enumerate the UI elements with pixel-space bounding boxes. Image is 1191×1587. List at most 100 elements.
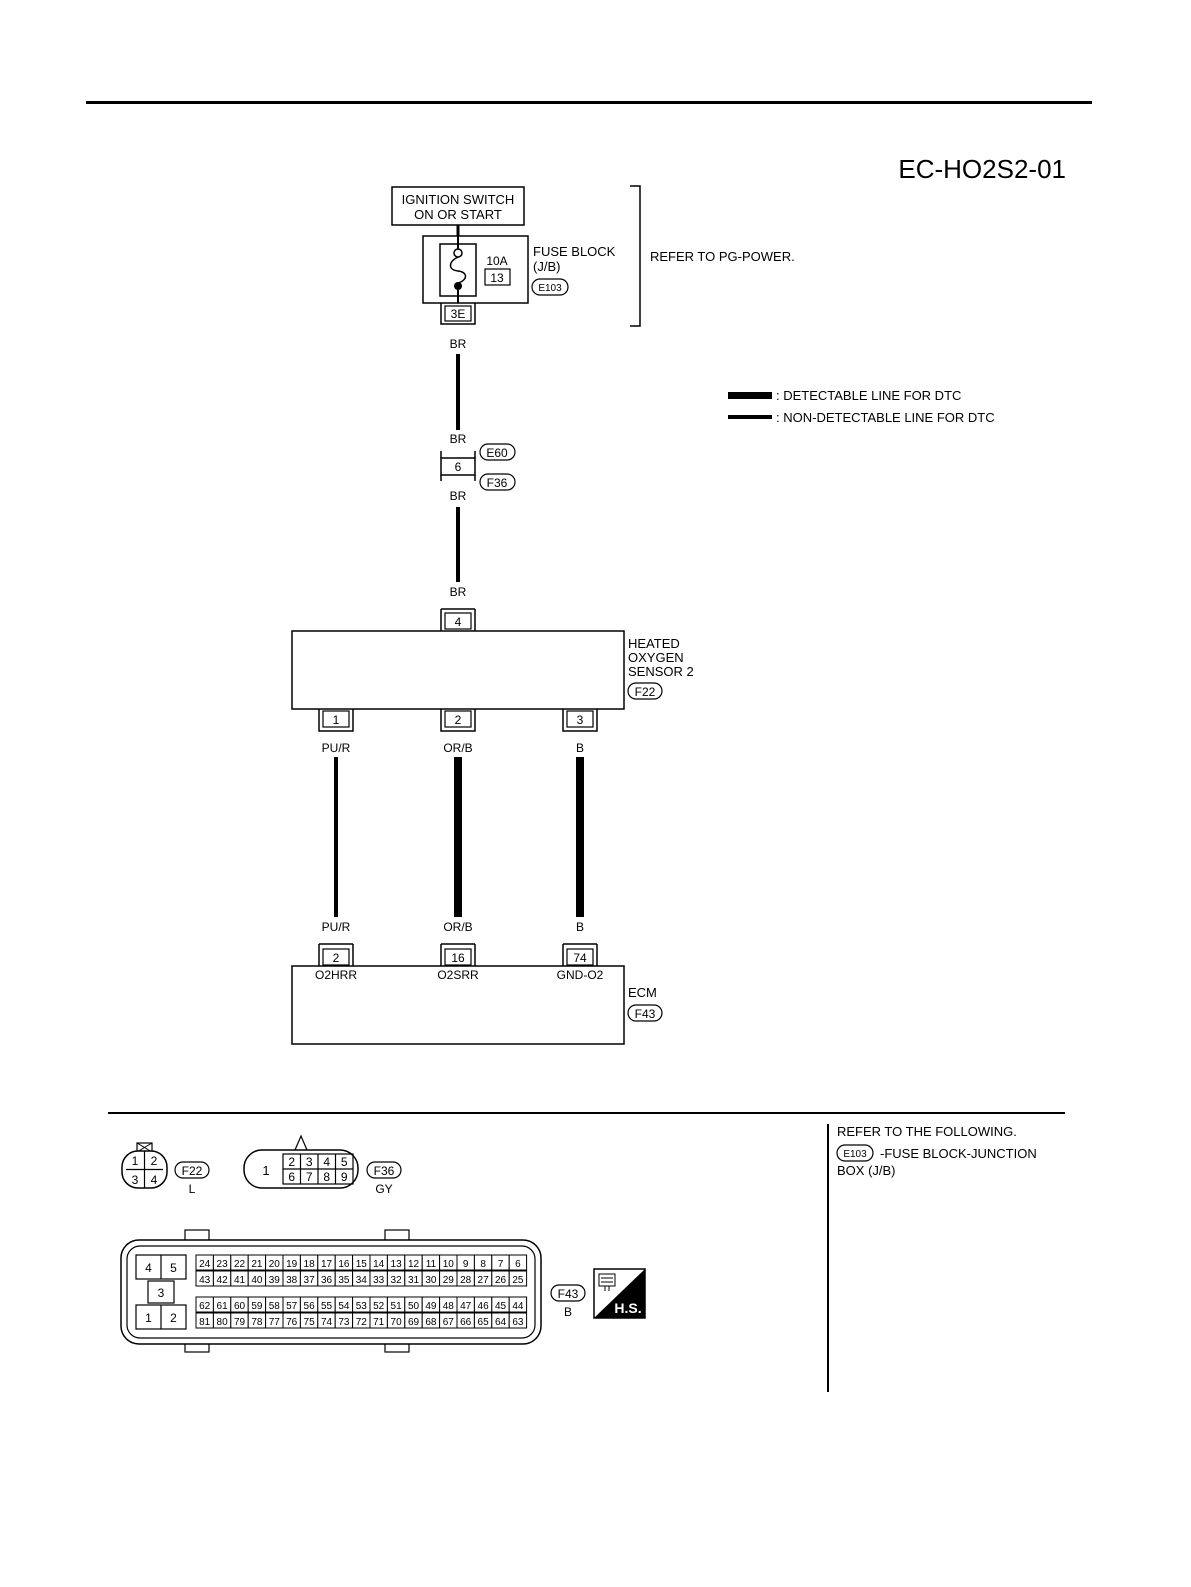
svg-text:5: 5	[170, 1261, 177, 1275]
f43-pin-number: 7	[498, 1259, 504, 1270]
f43-pin-number: 55	[321, 1301, 333, 1312]
f43-pin-number: 64	[495, 1317, 507, 1328]
ignition-switch: IGNITION SWITCH ON OR START	[391, 186, 525, 226]
sensor-label-3: SENSOR 2	[628, 664, 694, 679]
f43-pin-number: 68	[425, 1317, 437, 1328]
svg-text:F36: F36	[374, 1164, 395, 1178]
f43-pin-number: 51	[391, 1301, 403, 1312]
f43-pin-number: 32	[391, 1275, 403, 1286]
page-code: EC-HO2S2-01	[898, 154, 1066, 184]
legend-non-detectable: : NON-DETECTABLE LINE FOR DTC	[776, 410, 995, 425]
wire-label-br-top: BR	[450, 337, 467, 351]
f43-pin-number: 49	[425, 1301, 437, 1312]
svg-text:9: 9	[341, 1170, 348, 1184]
svg-text:2: 2	[151, 1154, 158, 1168]
svg-text:1: 1	[145, 1311, 152, 1325]
f43-pin-number: 46	[478, 1301, 490, 1312]
wire-label-b-bottom: B	[576, 920, 584, 934]
f43-pin-number: 81	[199, 1317, 211, 1328]
svg-text:2: 2	[288, 1155, 295, 1169]
f43-pin-number: 52	[373, 1301, 385, 1312]
svg-text:F22: F22	[182, 1164, 203, 1178]
legend-thin-line	[728, 415, 772, 419]
connector-badge-e103: E103	[531, 278, 569, 296]
f43-pin-number: 66	[460, 1317, 472, 1328]
ecm-pin-name-o2hrr: O2HRR	[315, 968, 357, 982]
f43-pin-number: 80	[217, 1317, 229, 1328]
f43-pin-number: 56	[304, 1301, 316, 1312]
fuse-amp: 10A	[486, 254, 507, 268]
f43-pin-number: 38	[286, 1275, 298, 1286]
f43-pin-number: 41	[234, 1275, 246, 1286]
svg-text:3: 3	[132, 1173, 139, 1187]
wire-label-orb-top: OR/B	[443, 741, 472, 755]
refer-pg-power: REFER TO PG-POWER.	[650, 249, 795, 264]
heated-oxygen-sensor-box	[291, 630, 625, 710]
f43-pin-number: 12	[408, 1259, 420, 1270]
fuse-number: 13	[490, 271, 504, 285]
sensor-terminal-4: 4	[440, 608, 476, 631]
f43-pin-cell	[508, 1296, 528, 1313]
fuse-block: 10A 13	[422, 235, 529, 304]
f43-pin-cell	[508, 1270, 528, 1287]
f43-pin-number: 74	[321, 1317, 333, 1328]
fuse-open-terminal	[453, 248, 463, 258]
svg-text:F36: F36	[487, 476, 508, 490]
f43-pin-number: 63	[512, 1317, 524, 1328]
wire-label-br-mid-upper: BR	[450, 432, 467, 446]
f43-pin-number: 27	[478, 1275, 490, 1286]
svg-text:2: 2	[170, 1311, 177, 1325]
f43-pin-number: 14	[373, 1259, 385, 1270]
sensor-terminal-3: 3	[562, 709, 598, 732]
sensor-terminal-1: 1	[318, 709, 354, 732]
f43-pin-number: 76	[286, 1317, 298, 1328]
f43-pin-number: 48	[443, 1301, 455, 1312]
svg-text:2: 2	[455, 713, 462, 727]
f43-pin-number: 29	[443, 1275, 455, 1286]
f43-pin-number: 71	[373, 1317, 385, 1328]
f43-pin-number: 77	[269, 1317, 281, 1328]
svg-text:8: 8	[323, 1170, 330, 1184]
f43-pin-number: 37	[304, 1275, 316, 1286]
fuse-block-label: FUSE BLOCK	[533, 244, 616, 259]
ecm-pin-name-gnd-o2: GND-O2	[557, 968, 604, 982]
f43-pin-number: 11	[426, 1259, 437, 1270]
svg-text:7: 7	[306, 1170, 313, 1184]
svg-text:1: 1	[333, 713, 340, 727]
hs-badge: H.S.	[593, 1268, 646, 1319]
f43-pin-number: 35	[338, 1275, 350, 1286]
svg-text:16: 16	[451, 951, 465, 965]
ecm-label: ECM	[628, 985, 657, 1000]
wire-label-orb-bottom: OR/B	[443, 920, 472, 934]
ignition-line2: ON OR START	[414, 207, 502, 222]
svg-text:2: 2	[333, 951, 340, 965]
f43-pin-number: 21	[251, 1259, 263, 1270]
sensor-label-1: HEATED	[628, 636, 680, 651]
svg-text:4: 4	[151, 1173, 158, 1187]
wire-label-pur-top: PU/R	[322, 741, 351, 755]
svg-text:4: 4	[455, 615, 462, 629]
svg-text:F43: F43	[635, 1007, 656, 1021]
connector-badge-f43: F43	[627, 1004, 663, 1022]
joint-connector-6: 6	[440, 451, 476, 481]
connector-section-rule	[108, 1112, 1065, 1114]
ecm-terminal-74: 74	[562, 943, 598, 966]
connector-view-f36: 1 2 3 4 5 6 7 8 9 F36 GY	[243, 1134, 402, 1196]
f43-pin-number: 47	[460, 1301, 472, 1312]
f43-pin-number: 15	[356, 1259, 368, 1270]
svg-text:B: B	[564, 1305, 572, 1319]
sensor-label-2: OXYGEN	[628, 650, 684, 665]
f43-pin-number: 61	[217, 1301, 229, 1312]
refer-divider	[827, 1124, 829, 1392]
f43-pin-number: 20	[269, 1259, 281, 1270]
refer-title: REFER TO THE FOLLOWING.	[837, 1124, 1017, 1139]
f43-pin-number: 59	[251, 1301, 263, 1312]
svg-text:74: 74	[573, 951, 587, 965]
f43-pin-number: 42	[217, 1275, 229, 1286]
f43-pin-number: 36	[321, 1275, 333, 1286]
wire-label-b-top: B	[576, 741, 584, 755]
connector-badge-e60: E60	[479, 443, 516, 461]
ecm-pin-name-o2srr: O2SRR	[437, 968, 479, 982]
f43-pin-number: 69	[408, 1317, 420, 1328]
